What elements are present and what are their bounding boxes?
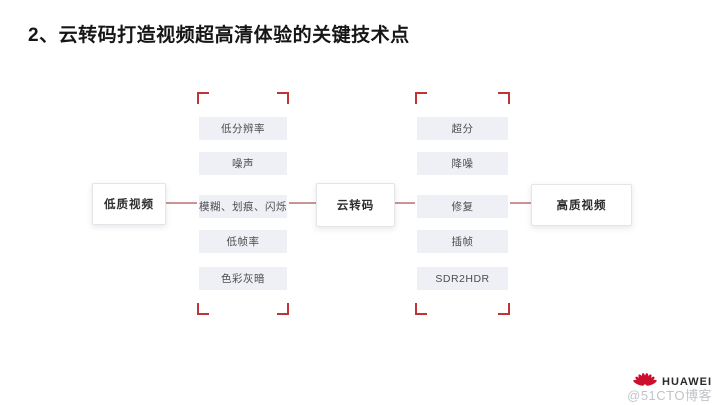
huawei-flower-icon	[633, 373, 657, 386]
solution-item: SDR2HDR	[417, 267, 508, 290]
bracket-corner-icon	[498, 303, 510, 315]
connector-line-transcode-to-solutions	[393, 202, 415, 204]
cloud-transcode-box: 云转码	[316, 183, 395, 227]
huawei-wordmark: HUAWEI	[662, 376, 712, 388]
connector-line-problems-to-transcode	[289, 202, 316, 204]
problem-item: 模糊、划痕、闪烁	[199, 195, 287, 218]
target-video-box: 高质视频	[531, 184, 632, 226]
source-video-box: 低质视频	[92, 183, 166, 225]
solution-item: 超分	[417, 117, 508, 140]
connector-line-source-to-problems	[163, 202, 197, 204]
solution-item: 修复	[417, 195, 508, 218]
connector-line-solutions-to-target	[510, 202, 531, 204]
solution-item: 降噪	[417, 152, 508, 175]
solutions-column: 超分 降噪 修复 插帧 SDR2HDR	[415, 92, 510, 315]
bracket-corner-icon	[277, 92, 289, 104]
page-title: 2、云转码打造视频超高清体验的关键技术点	[28, 25, 410, 46]
problem-item: 色彩灰暗	[199, 267, 287, 290]
problems-column: 低分辨率 噪声 模糊、划痕、闪烁 低帧率 色彩灰暗	[197, 92, 289, 315]
problem-item: 低分辨率	[199, 117, 287, 140]
bracket-corner-icon	[197, 303, 209, 315]
huawei-logo: HUAWEI	[632, 369, 712, 395]
solution-item: 插帧	[417, 230, 508, 253]
problem-item: 噪声	[199, 152, 287, 175]
bracket-corner-icon	[498, 92, 510, 104]
bracket-corner-icon	[415, 92, 427, 104]
problem-item: 低帧率	[199, 230, 287, 253]
bracket-corner-icon	[415, 303, 427, 315]
bracket-corner-icon	[277, 303, 289, 315]
watermark-text: @51CTO博客	[627, 388, 712, 403]
bracket-corner-icon	[197, 92, 209, 104]
